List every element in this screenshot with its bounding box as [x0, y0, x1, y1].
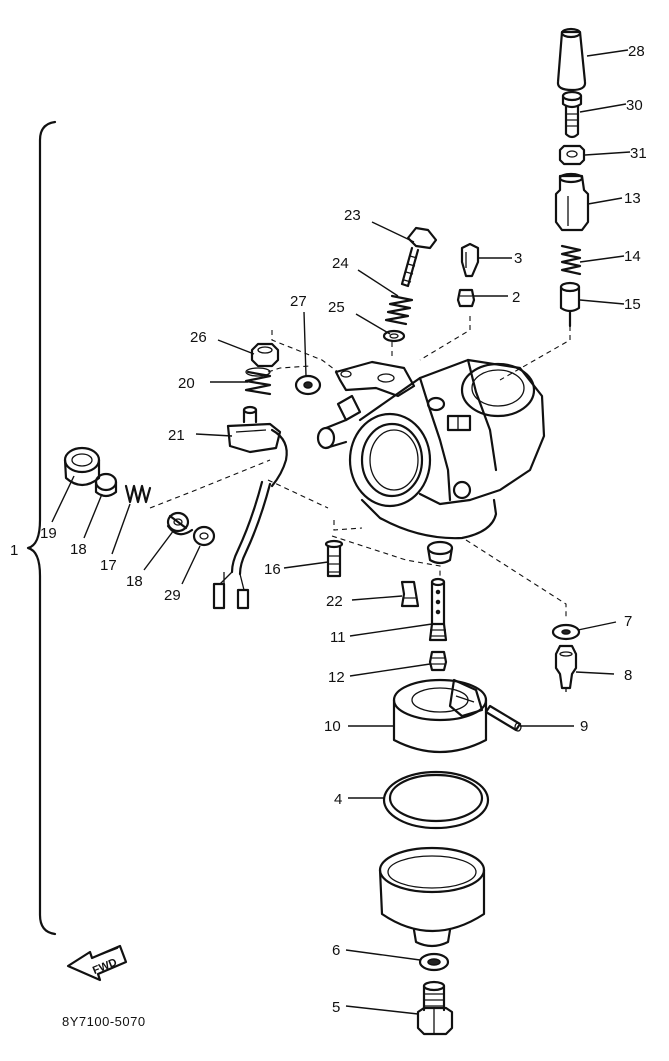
part-29-washer: [192, 525, 216, 547]
carburetor-body: [316, 358, 546, 565]
part-24-spring: [384, 294, 414, 326]
callout-13: 13: [624, 190, 641, 207]
callout-6: 6: [332, 942, 340, 959]
part-5-drain-screw: [416, 980, 454, 1036]
callout-11: 11: [330, 629, 346, 646]
group-label-1: 1: [10, 542, 18, 559]
part-6-washer: [418, 952, 450, 972]
callout-22: 22: [326, 593, 343, 610]
part-14-spring: [560, 244, 582, 276]
callout-5: 5: [332, 999, 340, 1016]
part-18-nut-upper: [94, 472, 118, 498]
part-7-washer: [551, 623, 581, 641]
callout-24: 24: [332, 255, 349, 272]
part-10-float: [392, 678, 488, 754]
part-17-spring: [124, 484, 152, 504]
part-26-nut: [250, 342, 280, 368]
callout-18b: 18: [126, 573, 143, 590]
part-4-gasket: [382, 770, 490, 830]
callout-14: 14: [624, 248, 641, 265]
leader-lines: [51, 49, 631, 1015]
fwd-arrow-icon: [66, 944, 128, 982]
callout-2: 2: [512, 289, 520, 306]
callout-12: 12: [328, 669, 345, 686]
part-28-cap: [556, 27, 587, 92]
callout-15: 15: [624, 296, 641, 313]
callout-25: 25: [328, 299, 345, 316]
part-23-screw: [400, 226, 438, 288]
callout-8: 8: [624, 667, 632, 684]
callout-28: 28: [628, 43, 645, 60]
part-31-nut: [558, 144, 586, 166]
callout-17: 17: [100, 557, 117, 574]
assembly-lines: [149, 316, 571, 620]
callout-10: 10: [324, 718, 341, 735]
float-bowl: [378, 846, 486, 948]
callout-4: 4: [334, 791, 342, 808]
part-8-float-valve: [554, 644, 578, 692]
part-16-screw: [324, 539, 344, 578]
part-13-mixing-chamber-top: [554, 172, 590, 232]
part-11-needle-jet: [428, 577, 448, 642]
callout-7: 7: [624, 613, 632, 630]
part-25-washer: [382, 329, 406, 343]
callout-16: 16: [264, 561, 281, 578]
part-15-throttle-valve: [559, 281, 581, 328]
part-9-float-pin: [484, 704, 522, 732]
callout-27: 27: [290, 293, 307, 310]
callout-31: 31: [630, 145, 647, 162]
callout-18a: 18: [70, 541, 87, 558]
callout-9: 9: [580, 718, 588, 735]
part-21-starter-plunger: [212, 405, 288, 610]
part-3-needle-jet: [460, 242, 480, 278]
part-20-spring: [244, 367, 272, 396]
callout-26: 26: [190, 329, 207, 346]
callout-30: 30: [626, 97, 643, 114]
part-19-cap: [63, 446, 101, 487]
part-22-jet: [400, 580, 420, 608]
callout-3: 3: [514, 250, 522, 267]
callout-21: 21: [168, 427, 185, 444]
callout-20: 20: [178, 375, 195, 392]
part-30-adjuster: [561, 90, 583, 139]
callout-29: 29: [164, 587, 181, 604]
callout-23: 23: [344, 207, 361, 224]
callout-labels: 28 30 31 13 14 15 23 3 24 2 27 25 26 20 …: [40, 43, 647, 1016]
part-2-jet: [456, 288, 476, 308]
fwd-label: FWD: [91, 956, 119, 977]
part-code: 8Y7100-5070: [62, 1014, 146, 1029]
group-bracket: [26, 120, 57, 936]
part-12-main-jet: [428, 650, 448, 672]
callout-19: 19: [40, 525, 57, 542]
part-27-washer: [294, 374, 322, 396]
part-18-nut-lower: [166, 511, 194, 536]
